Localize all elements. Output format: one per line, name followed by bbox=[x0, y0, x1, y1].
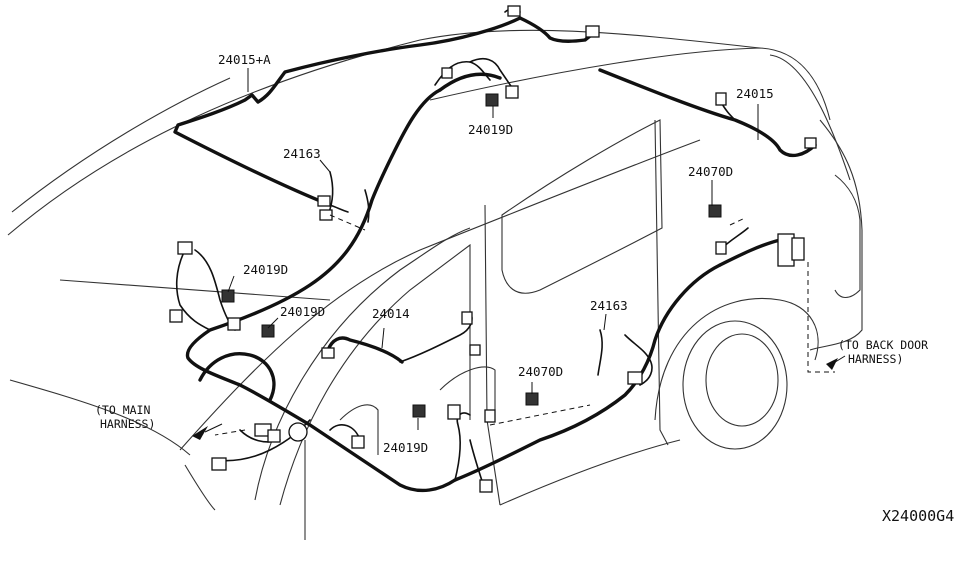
rear-tire bbox=[682, 320, 788, 450]
a-pillar bbox=[179, 139, 701, 451]
vehicle-body-outline bbox=[7, 29, 863, 540]
label-24019d-left1: 24019D bbox=[243, 262, 288, 277]
connector-icon bbox=[321, 347, 335, 359]
connector-icon bbox=[227, 317, 241, 331]
rear-wheel bbox=[705, 333, 779, 427]
label-24015: 24015 bbox=[736, 86, 774, 101]
front-door-edge bbox=[339, 404, 379, 455]
branch-wires bbox=[169, 58, 805, 493]
note-main-harness-line1: (TO MAIN bbox=[95, 403, 150, 417]
floor-panel bbox=[184, 464, 216, 511]
roof-inner-edge bbox=[11, 77, 231, 213]
rear-harness-24015 bbox=[598, 68, 817, 158]
connector-icon bbox=[461, 311, 473, 325]
clip-icon bbox=[708, 204, 722, 218]
label-24014: 24014 bbox=[372, 306, 410, 321]
door-opening bbox=[439, 366, 496, 410]
label-24019d-bottom: 24019D bbox=[383, 440, 428, 455]
tail-lamp-outline bbox=[834, 174, 861, 299]
grommet-icon bbox=[288, 422, 308, 442]
window-frame-front-inner bbox=[279, 243, 471, 506]
connector-icon bbox=[317, 195, 331, 207]
label-24015-a: 24015+A bbox=[218, 52, 271, 67]
rear-glass bbox=[769, 54, 851, 181]
arrow-icon bbox=[192, 426, 208, 440]
leader-lines bbox=[214, 68, 835, 436]
label-24163-top: 24163 bbox=[283, 146, 321, 161]
label-24019d-left2: 24019D bbox=[280, 304, 325, 319]
note-back-door-line1: (TO BACK DOOR bbox=[838, 338, 928, 352]
connector-icon bbox=[804, 137, 817, 149]
label-24019d-top: 24019D bbox=[468, 122, 513, 137]
connector-icon bbox=[319, 209, 333, 221]
wheel-arch bbox=[654, 298, 819, 421]
connector-icon bbox=[469, 344, 481, 356]
roof-harness-24015a bbox=[173, 5, 600, 213]
label-24070d-top: 24070D bbox=[688, 164, 733, 179]
roof-edge bbox=[7, 29, 761, 236]
connector-icon bbox=[169, 309, 183, 323]
roof-panel-line bbox=[59, 279, 331, 301]
connector-icon bbox=[484, 409, 496, 423]
rocker-sill bbox=[499, 439, 681, 506]
clip-icon bbox=[485, 93, 499, 107]
label-24070d-mid: 24070D bbox=[518, 364, 563, 379]
connector-icon bbox=[177, 241, 193, 255]
note-back-door-line2: HARNESS) bbox=[848, 352, 903, 366]
rear-body-edge bbox=[809, 119, 863, 351]
note-main-harness-line2: HARNESS) bbox=[100, 417, 155, 431]
connector-icon bbox=[351, 435, 365, 449]
connector-icon bbox=[627, 371, 643, 385]
connector-icon bbox=[447, 404, 461, 420]
connector-icon bbox=[715, 241, 727, 255]
clip-icon bbox=[261, 324, 275, 338]
body-harness bbox=[185, 72, 782, 493]
clip-icon bbox=[525, 392, 539, 406]
roof-rear-edge bbox=[429, 47, 831, 121]
diagram-code: X24000G4 bbox=[882, 507, 954, 525]
clip-icon bbox=[221, 289, 235, 303]
clip-icon bbox=[412, 404, 426, 418]
connector-icon bbox=[791, 237, 805, 261]
label-24163-right: 24163 bbox=[590, 298, 628, 313]
connector-icon bbox=[505, 85, 519, 99]
connector-icon bbox=[211, 457, 227, 471]
rear-side-window bbox=[501, 119, 663, 294]
connector-icon bbox=[441, 67, 453, 79]
connector-icon bbox=[479, 479, 493, 493]
lower-left-body bbox=[9, 379, 191, 456]
connector-icon bbox=[267, 429, 281, 443]
quarter-panel bbox=[654, 119, 669, 446]
connector-icon bbox=[585, 25, 600, 38]
connector-icon bbox=[715, 92, 727, 106]
connector-icon bbox=[507, 5, 521, 17]
